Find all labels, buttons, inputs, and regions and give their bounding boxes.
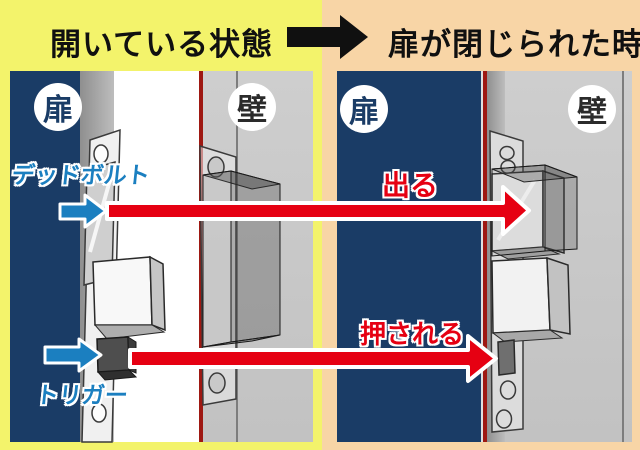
trigger-label: トリガー — [34, 382, 130, 408]
door-closed-title: 扉が閉じられた時 — [388, 27, 640, 62]
door-gap-line — [481, 71, 483, 442]
wall-badge-open: 壁 — [228, 83, 276, 131]
deadbolt-label: デッドボルト — [10, 162, 152, 188]
door-badge-closed: 扉 — [340, 85, 388, 133]
open-state-title: 開いている状態 — [50, 27, 274, 62]
frame-edge — [487, 71, 506, 442]
trigger-action-label: 押される — [360, 319, 465, 349]
wall-corner-line — [622, 71, 624, 442]
wall-badge-closed: 壁 — [568, 85, 616, 133]
deadbolt-action-label: 出る — [382, 170, 439, 201]
wall-surface — [505, 71, 632, 442]
frame-trim — [483, 71, 487, 442]
door-badge-open: 扉 — [34, 83, 82, 131]
door-surface — [10, 71, 80, 442]
